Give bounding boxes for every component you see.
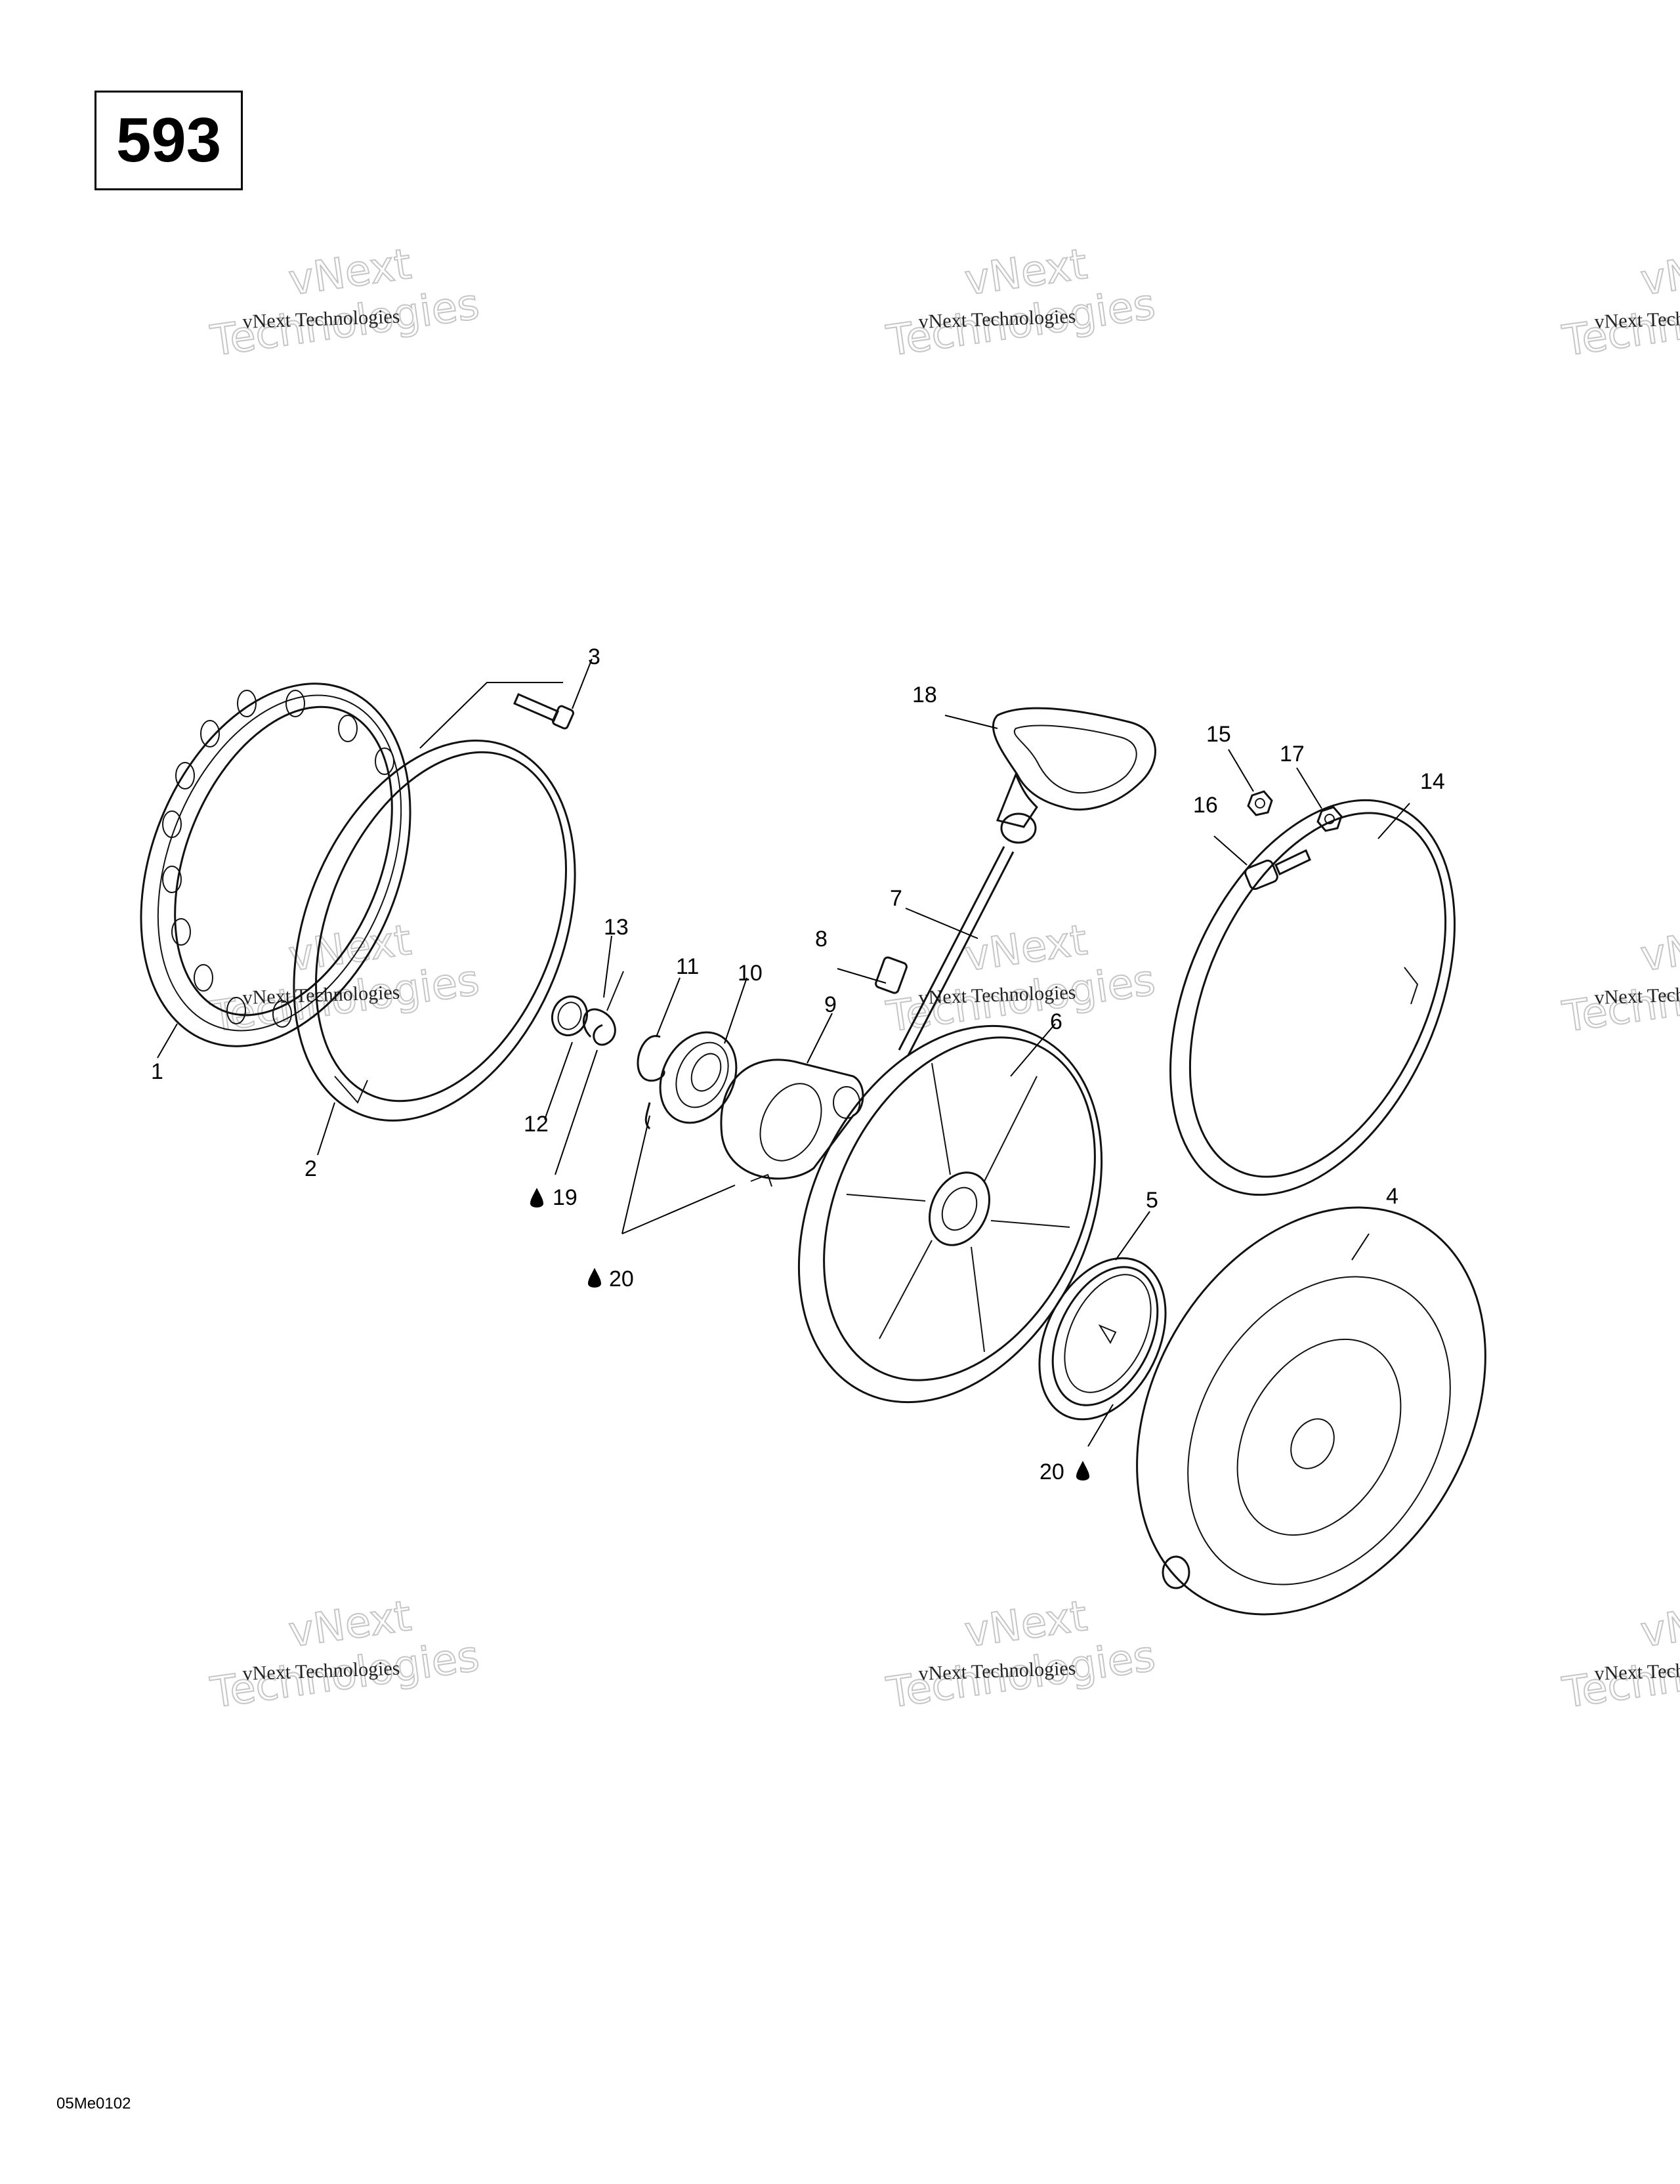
watermark-mid-right: vNext Technologies vNext Technologies xyxy=(1559,915,1680,1043)
oil-drop-icon xyxy=(588,1268,601,1288)
watermark-mid-left: vNext Technologies vNext Technologies xyxy=(207,915,482,1043)
callout-1: 1 xyxy=(151,1059,163,1084)
part-1-mounting-ring xyxy=(140,682,411,1047)
part-10-spring-cup xyxy=(659,1031,738,1124)
callout-3: 3 xyxy=(588,644,600,669)
callout-13: 13 xyxy=(604,915,629,940)
callout-15: 15 xyxy=(1206,722,1231,747)
callout-20-group-right: 20 xyxy=(1040,1460,1089,1484)
callout-10: 10 xyxy=(738,961,763,986)
callout-8: 8 xyxy=(815,927,828,952)
oil-drop-icon xyxy=(1076,1461,1089,1480)
callout-9: 9 xyxy=(824,992,837,1017)
leader-lines xyxy=(157,658,1410,1447)
watermark-big-top: vNext xyxy=(962,240,1090,305)
watermark-bottom-right: vNext Technologies vNext Technologies xyxy=(1559,1591,1680,1719)
part-14-ring xyxy=(1169,799,1456,1196)
callout-18: 18 xyxy=(912,682,937,707)
part-3-screw xyxy=(513,693,574,730)
callout-6: 6 xyxy=(1050,1009,1062,1034)
part-12-spring xyxy=(582,971,624,1046)
part-17-nut xyxy=(1316,806,1343,832)
callout-20-left: 20 xyxy=(609,1267,634,1292)
ring-holes xyxy=(162,690,394,1028)
part-7-rope xyxy=(898,812,1037,1056)
part-9-pawl-housing xyxy=(720,1059,864,1187)
callout-20-right: 20 xyxy=(1040,1460,1064,1484)
part-2-seal-ring xyxy=(293,740,576,1122)
watermark-bottom-center: vNext Technologies vNext Technologies xyxy=(883,1591,1158,1719)
callouts: 1 2 3 4 5 6 7 8 9 10 11 12 13 14 15 16 1… xyxy=(151,644,1445,1484)
watermark-text: vNext Technologies xyxy=(1594,1658,1680,1685)
callout-5: 5 xyxy=(1146,1188,1158,1213)
callout-20-group-left: 20 xyxy=(588,1267,634,1292)
watermark-mid-center: vNext Technologies vNext Technologies xyxy=(883,915,1158,1043)
watermark-big-top: vNext xyxy=(1638,916,1680,981)
part-18-handle xyxy=(992,707,1156,828)
diagram-code: 05Me0102 xyxy=(56,2095,131,2112)
watermark-big-top: vNext xyxy=(1638,240,1680,305)
part-8-insert xyxy=(875,956,908,994)
callout-4: 4 xyxy=(1386,1184,1398,1209)
pulley-spokes xyxy=(846,1062,1070,1353)
watermark-big-top: vNext xyxy=(286,916,414,981)
part-16-screw xyxy=(1244,849,1311,891)
callout-17: 17 xyxy=(1280,742,1305,766)
callout-7: 7 xyxy=(890,886,902,911)
callout-19-group: 19 xyxy=(530,1185,578,1210)
part-6-rope-pulley xyxy=(797,1024,1103,1404)
watermark-big-top: vNext xyxy=(1638,1592,1680,1657)
page-number: 593 xyxy=(94,91,243,190)
watermark-text: vNext Technologies xyxy=(1594,306,1680,333)
part-13-o-ring xyxy=(551,995,588,1037)
watermark-top-left: vNext Technologies vNext Technologies xyxy=(207,240,482,367)
watermark-bottom-left: vNext Technologies vNext Technologies xyxy=(207,1591,482,1719)
part-15-nut xyxy=(1247,790,1273,816)
callout-2: 2 xyxy=(304,1156,317,1181)
watermark-text: vNext Technologies xyxy=(1594,982,1680,1009)
watermark-top-right: vNext Technologies vNext Technologies xyxy=(1559,240,1680,367)
callout-14: 14 xyxy=(1420,769,1445,794)
part-5-rewind-spring xyxy=(1038,1257,1167,1421)
callout-11: 11 xyxy=(676,954,699,979)
callout-12: 12 xyxy=(524,1112,549,1137)
watermark-top-center: vNext Technologies vNext Technologies xyxy=(883,240,1158,367)
oil-drop-icon xyxy=(530,1188,543,1208)
part-4-cover xyxy=(1136,1206,1486,1616)
callout-16: 16 xyxy=(1193,793,1218,818)
callout-19: 19 xyxy=(553,1185,578,1210)
